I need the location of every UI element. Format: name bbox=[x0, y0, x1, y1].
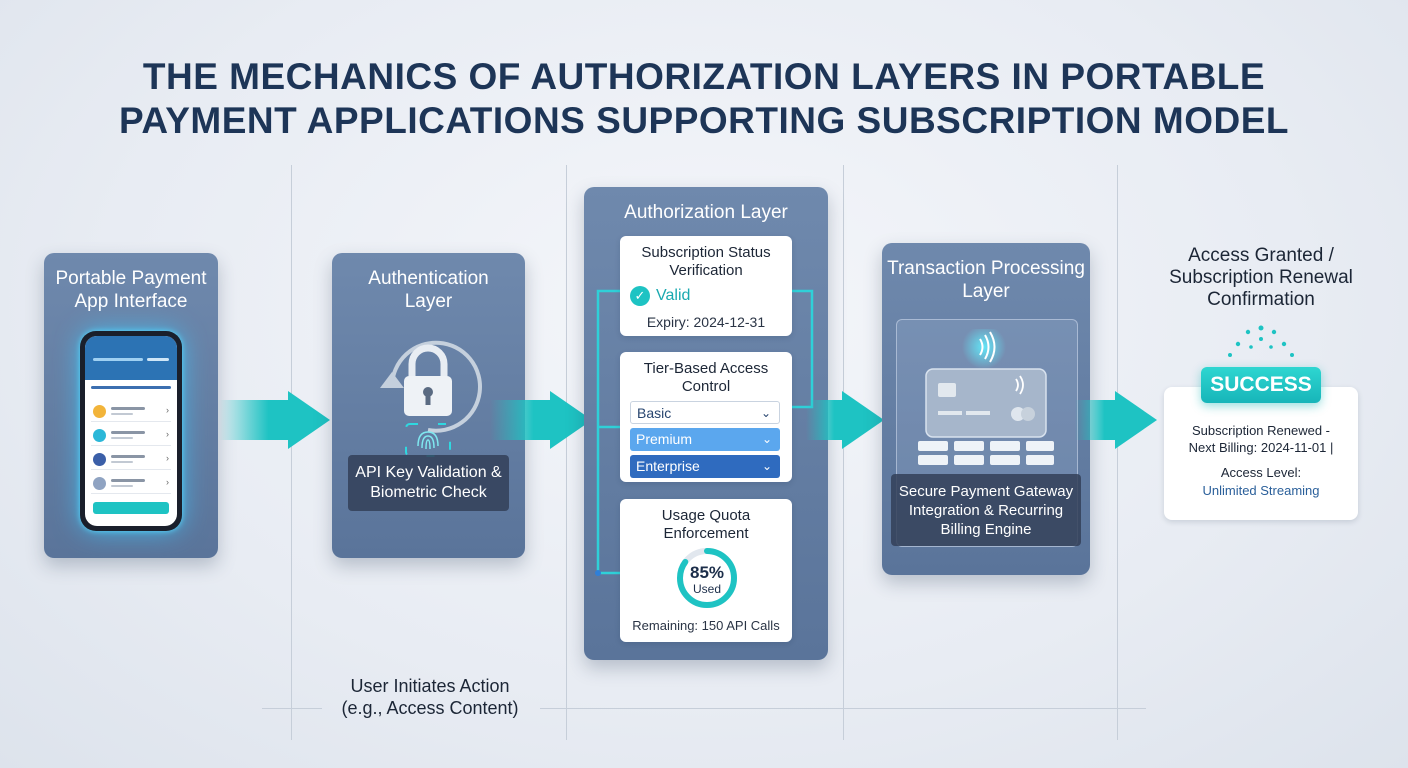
quota-remaining: Remaining: 150 API Calls bbox=[632, 618, 780, 633]
chevron-down-icon: ⌄ bbox=[761, 459, 772, 473]
tier-access-box: Tier-Based Access Control Basic ⌄ Premiu… bbox=[620, 352, 792, 482]
quota-gauge bbox=[677, 548, 737, 608]
flow-arrow bbox=[490, 400, 552, 440]
lock-icon bbox=[380, 340, 482, 457]
renewal-status: Subscription Renewed - bbox=[1191, 423, 1331, 438]
chevron-down-icon: ⌄ bbox=[760, 406, 771, 420]
tier-option-label: Premium bbox=[636, 431, 693, 447]
page-title-line-1: THE MECHANICS OF AUTHORIZATION LAYERS IN… bbox=[142, 56, 1266, 97]
next-billing: Next Billing: 2024-11-01 | bbox=[1188, 440, 1334, 455]
divider-line bbox=[262, 708, 322, 709]
tier-option-label: Basic bbox=[637, 405, 672, 421]
quota-gauge-fill bbox=[677, 548, 737, 608]
subscription-status-value: Valid bbox=[656, 287, 691, 304]
app-interface-title: Portable Payment App Interface bbox=[55, 268, 207, 312]
transaction-card: Transaction Processing Layer Secure Paym… bbox=[882, 243, 1090, 575]
gateway-billing-label: Secure Payment Gateway Integration & Rec… bbox=[891, 474, 1081, 546]
subscription-status-box: Subscription Status Verification ✓ Valid… bbox=[620, 236, 792, 336]
sparkle-icon bbox=[1228, 325, 1294, 357]
transaction-title: Transaction Processing Layer bbox=[887, 258, 1085, 302]
list-item: › bbox=[91, 474, 171, 494]
connector-lines bbox=[595, 289, 814, 576]
divider-line bbox=[540, 708, 1146, 709]
result-title: Access Granted / Subscription Renewal Co… bbox=[1169, 245, 1353, 310]
tier-option-enterprise[interactable]: Enterprise ⌄ bbox=[630, 455, 780, 478]
flow-arrow bbox=[1075, 400, 1117, 440]
phone-mockup: › › › › bbox=[80, 331, 182, 531]
api-key-biometric-label: API Key Validation & Biometric Check bbox=[348, 455, 509, 511]
list-item: › bbox=[91, 402, 171, 422]
arrow-head bbox=[1115, 391, 1157, 449]
user-action-line-2: (e.g., Access Content) bbox=[341, 698, 519, 718]
divider-line bbox=[843, 165, 844, 740]
tier-option-basic[interactable]: Basic ⌄ bbox=[630, 401, 780, 424]
phone-action-button bbox=[93, 502, 169, 514]
flow-arrow bbox=[218, 400, 290, 440]
user-action-line-1: User Initiates Action bbox=[350, 676, 510, 696]
divider-line bbox=[566, 165, 567, 740]
authorization-title: Authorization Layer bbox=[624, 202, 788, 223]
access-level-label: Access Level: bbox=[1220, 465, 1302, 480]
subscription-status-title: Subscription Status Verification bbox=[641, 244, 771, 279]
list-item: › bbox=[91, 426, 171, 446]
phone-screen: › › › › bbox=[85, 336, 177, 526]
list-item: › bbox=[91, 450, 171, 470]
authentication-title: Authentication Layer bbox=[368, 268, 489, 312]
subscription-expiry: Expiry: 2024-12-31 bbox=[646, 314, 766, 330]
tier-option-label: Enterprise bbox=[636, 458, 700, 474]
confirmation-card: Subscription Renewed - Next Billing: 202… bbox=[1164, 387, 1358, 520]
usage-quota-title: Usage Quota Enforcement bbox=[661, 507, 751, 542]
quota-used-label: Used bbox=[692, 582, 721, 596]
quota-percent: 85% bbox=[689, 563, 725, 582]
app-interface-card: Portable Payment App Interface › › › › bbox=[44, 253, 218, 558]
card-reader-icon bbox=[918, 329, 1054, 465]
divider-line bbox=[1117, 165, 1118, 740]
arrow-head bbox=[842, 391, 884, 449]
tier-option-premium[interactable]: Premium ⌄ bbox=[630, 428, 780, 451]
arrow-head bbox=[288, 391, 330, 449]
chevron-down-icon: ⌄ bbox=[761, 432, 772, 446]
divider-line bbox=[291, 165, 292, 740]
access-level-value: Unlimited Streaming bbox=[1202, 483, 1320, 498]
usage-quota-box: Usage Quota Enforcement 85% Used Remaini… bbox=[620, 499, 792, 642]
check-icon: ✓ bbox=[630, 286, 650, 306]
authorization-card: Authorization Layer Subscription Status … bbox=[584, 187, 828, 660]
flow-arrow bbox=[806, 400, 846, 440]
page-title-line-2: PAYMENT APPLICATIONS SUPPORTING SUBSCRIP… bbox=[118, 100, 1290, 141]
tier-access-title: Tier-Based Access Control bbox=[643, 360, 769, 395]
success-badge: SUCCESS bbox=[1201, 367, 1321, 403]
phone-header bbox=[85, 336, 177, 380]
